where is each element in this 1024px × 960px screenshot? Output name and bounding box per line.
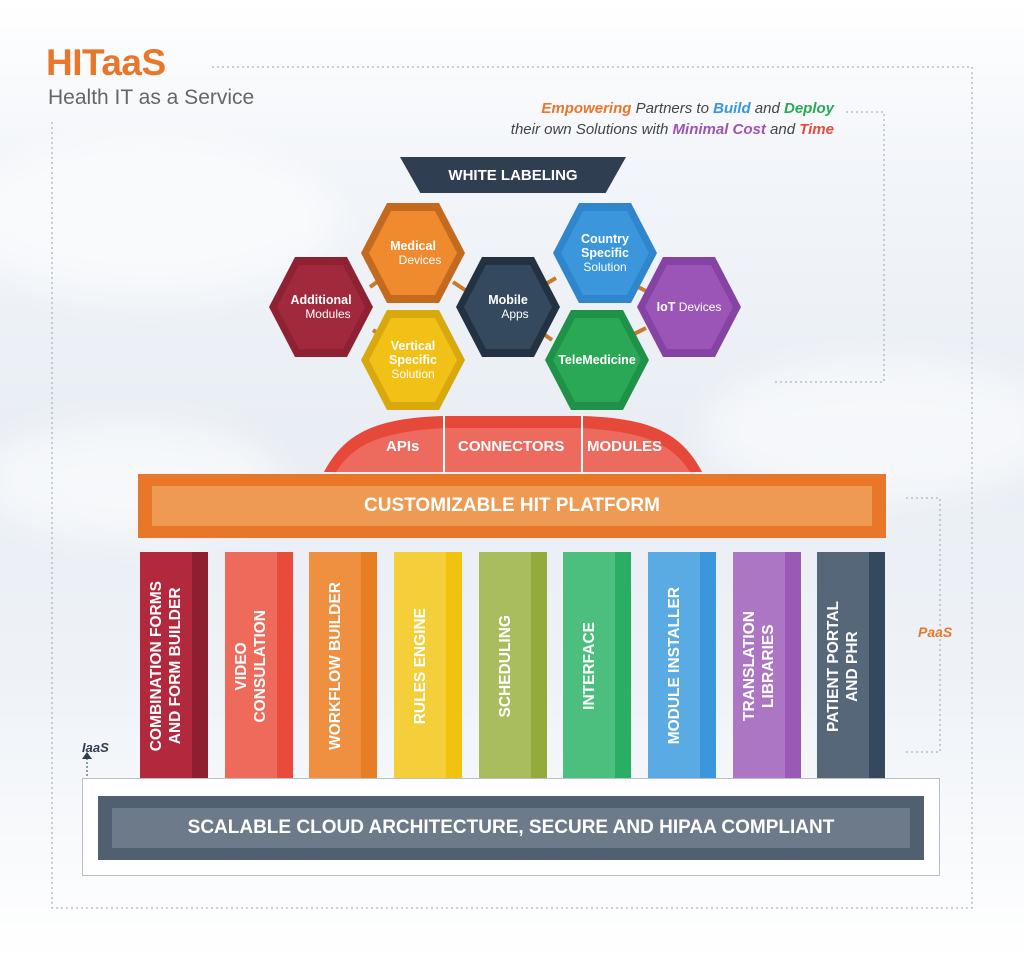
hex-telemedicine: TeleMedicine	[545, 310, 649, 410]
pillar-interface: INTERFACE	[563, 552, 631, 780]
apis-label: APIs	[386, 438, 420, 455]
pillar-face	[309, 552, 361, 780]
hex-label-bold: Medical	[390, 239, 436, 253]
pillar-face	[225, 552, 277, 780]
tagline-time: Time	[799, 121, 834, 138]
hex-country-specific-solution: Country Specific Solution	[553, 203, 657, 303]
cloud-architecture-bar: SCALABLE CLOUD ARCHITECTURE, SECURE AND …	[98, 796, 924, 860]
white-labeling-banner: WHITE LABELING	[400, 157, 626, 193]
platform-label: CUSTOMIZABLE HIT PLATFORM	[152, 486, 872, 526]
pillar-label: WORKFLOW BUILDER	[326, 582, 344, 750]
hex-vertical-specific-solution: Vertical Specific Solution	[361, 310, 465, 410]
pillar-side	[192, 552, 208, 780]
pillar-face	[140, 552, 192, 780]
tagline-deploy: Deploy	[783, 100, 834, 117]
hex-label: Apps	[501, 307, 529, 321]
hex-label-bold: Additional	[290, 293, 352, 307]
pillar-label: COMBINATION FORMS AND FORM BUILDER	[148, 580, 184, 752]
modules-label: MODULES	[587, 438, 662, 455]
pillar-text: COMBINATION FORMS AND FORM BUILDER	[140, 552, 192, 780]
pillar-label: TRANSLATION LIBRARIES	[741, 611, 777, 721]
pillar-label: PATIENT PORTAL AND PHR	[825, 600, 861, 732]
pillar-video-consulation: VIDEO CONSULATION	[225, 552, 293, 780]
pillar-text: PATIENT PORTAL AND PHR	[817, 552, 869, 780]
pillar-face	[733, 552, 785, 780]
pillar-rules-engine: RULES ENGINE	[394, 552, 462, 780]
hex-label-bold: IoT	[656, 300, 676, 314]
hex-label: Devices	[398, 253, 442, 267]
pillar-face	[394, 552, 446, 780]
cloud-decoration	[0, 140, 340, 300]
pillar-text: RULES ENGINE	[394, 552, 446, 780]
pillar-label: SCHEDULING	[496, 614, 514, 718]
hex-label-bold: TeleMedicine	[558, 353, 636, 367]
iaas-label: IaaS	[82, 740, 109, 755]
hex-mobile-apps: Mobile Apps	[456, 257, 560, 357]
hex-medical-devices: Medical Devices	[361, 203, 465, 303]
pillar-label: MODULE INSTALLER	[665, 587, 683, 745]
hex-label-bold: Vertical Specific	[389, 339, 437, 367]
hex-body: IoT Devices	[645, 265, 733, 349]
hex-label-bold: Country Specific	[581, 232, 629, 260]
pillar-side	[869, 552, 885, 780]
page-title: HITaaS	[46, 42, 166, 83]
pillar-side	[615, 552, 631, 780]
connectors-label: CONNECTORS	[458, 438, 565, 455]
pillar-text: VIDEO CONSULATION	[225, 552, 277, 780]
tagline-empowering: Empowering	[541, 100, 632, 117]
pillar-label: RULES ENGINE	[411, 607, 429, 725]
pillar-combination-forms: COMBINATION FORMS AND FORM BUILDER	[140, 552, 208, 780]
pillar-side	[785, 552, 801, 780]
pillar-label: VIDEO CONSULATION	[233, 609, 269, 723]
pillar-side	[531, 552, 547, 780]
iaas-arrow	[82, 752, 92, 780]
hex-label: Solution	[391, 367, 435, 381]
pillar-side	[700, 552, 716, 780]
hex-additional-modules: Additional Modules	[269, 257, 373, 357]
hex-iot-devices: IoT Devices	[637, 257, 741, 357]
tagline-minimal-cost: Minimal Cost	[672, 121, 766, 138]
tagline-build: Build	[713, 100, 751, 117]
tagline-text: Partners to	[631, 100, 714, 117]
tagline-text: their own Solutions with	[510, 121, 673, 138]
pillar-text: MODULE INSTALLER	[648, 552, 700, 780]
pillar-face	[479, 552, 531, 780]
hex-body: Country Specific Solution	[561, 211, 649, 295]
pillar-scheduling: SCHEDULING	[479, 552, 547, 780]
hex-label: Solution	[583, 260, 627, 274]
pillar-workflow-builder: WORKFLOW BUILDER	[309, 552, 377, 780]
pillar-text: WORKFLOW BUILDER	[309, 552, 361, 780]
apis-dome	[324, 416, 702, 472]
pillar-patient-portal: PATIENT PORTAL AND PHR	[817, 552, 885, 780]
tagline: Empowering Partners to Build and Deploy …	[511, 98, 834, 140]
page-subtitle: Health IT as a Service	[48, 86, 255, 109]
hex-body: TeleMedicine	[553, 318, 641, 402]
pillar-face	[648, 552, 700, 780]
pillar-face	[817, 552, 869, 780]
pillar-translation-libraries: TRANSLATION LIBRARIES	[733, 552, 801, 780]
pillar-text: INTERFACE	[563, 552, 615, 780]
paas-label: PaaS	[918, 624, 953, 640]
cloud-architecture-label: SCALABLE CLOUD ARCHITECTURE, SECURE AND …	[112, 808, 910, 848]
pillar-label: INTERFACE	[580, 622, 598, 710]
pillar-text: SCHEDULING	[479, 552, 531, 780]
pillar-text: TRANSLATION LIBRARIES	[733, 552, 785, 780]
pillar-side	[277, 552, 293, 780]
hex-label: Modules	[305, 307, 351, 321]
pillar-side	[446, 552, 462, 780]
tagline-text: and	[750, 100, 784, 117]
customizable-platform-bar: CUSTOMIZABLE HIT PLATFORM	[138, 474, 886, 538]
pillar-module-installer: MODULE INSTALLER	[648, 552, 716, 780]
pillar-side	[361, 552, 377, 780]
hex-label: Devices	[675, 300, 722, 314]
pillar-face	[563, 552, 615, 780]
hex-label-bold: Mobile	[488, 293, 528, 307]
tagline-text: and	[765, 121, 800, 138]
